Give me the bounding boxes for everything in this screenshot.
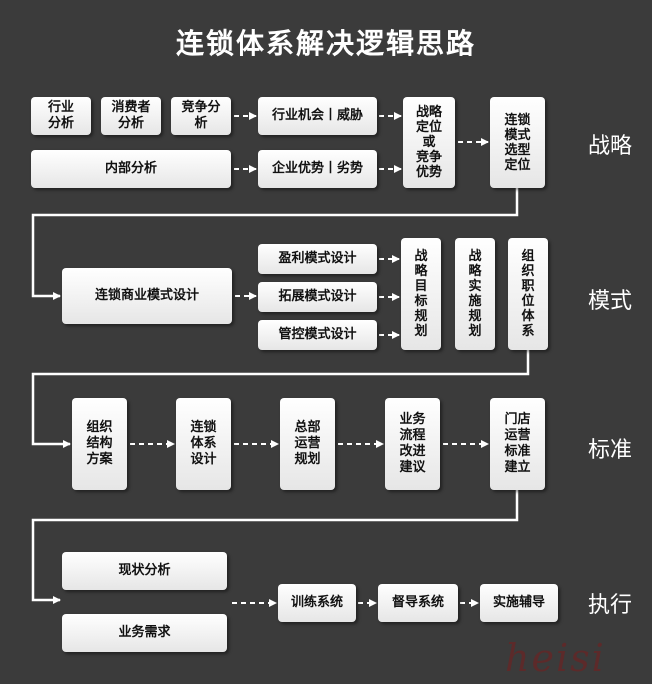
hq-operation-planning-box: 总部 运营 规划 bbox=[280, 398, 335, 490]
business-model-design-box: 连锁商业模式设计 bbox=[62, 268, 232, 324]
competition-analysis-box: 竞争分 析 bbox=[171, 97, 231, 135]
status-analysis-box: 现状分析 bbox=[62, 552, 227, 590]
chain-system-design-box: 连锁 体系 设计 bbox=[176, 398, 231, 490]
strategic-positioning-box: 战略 定位 或 竞争 优势 bbox=[403, 97, 455, 188]
expansion-model-box: 拓展模式设计 bbox=[258, 282, 377, 312]
advantage-disadvantage-box: 企业优势丨劣势 bbox=[258, 150, 377, 188]
internal-analysis-box: 内部分析 bbox=[31, 150, 231, 188]
process-improvement-box: 业务 流程 改进 建议 bbox=[385, 398, 440, 490]
connector-row2-to-row3 bbox=[31, 350, 530, 448]
stage-label-model: 模式 bbox=[588, 289, 633, 314]
supervision-system-box: 督导系统 bbox=[378, 584, 458, 622]
watermark-logo: heisi bbox=[505, 636, 606, 680]
connector-row1-to-row2 bbox=[31, 188, 519, 300]
consumer-analysis-box: 消费者 分析 bbox=[101, 97, 161, 135]
stage-label-strategy: 战略 bbox=[588, 134, 633, 159]
profit-model-box: 盈利模式设计 bbox=[258, 244, 377, 274]
stage-label-standard: 标准 bbox=[588, 438, 633, 463]
industry-analysis-box: 行业 分析 bbox=[31, 97, 91, 135]
diagram-title: 连锁体系解决逻辑思路 bbox=[175, 27, 476, 60]
opportunity-threat-box: 行业机会丨威胁 bbox=[258, 97, 377, 135]
org-structure-plan-box: 组织 结构 方案 bbox=[72, 398, 127, 490]
strategy-implementation-planning-box: 战 略 实 施 规 划 bbox=[455, 238, 495, 350]
training-system-box: 训练系统 bbox=[278, 584, 356, 622]
chain-model-positioning-box: 连锁 模式 选型 定位 bbox=[490, 97, 545, 188]
strategic-goal-planning-box: 战 略 目 标 规 划 bbox=[401, 238, 441, 350]
org-position-system-box: 组 织 职 位 体 系 bbox=[508, 238, 548, 350]
stage-label-execution: 执行 bbox=[588, 593, 633, 618]
business-needs-box: 业务需求 bbox=[62, 614, 227, 652]
connector-row3-to-row4 bbox=[31, 490, 519, 604]
store-operation-standard-box: 门店 运营 标准 建立 bbox=[490, 398, 545, 490]
implementation-coaching-box: 实施辅导 bbox=[480, 584, 558, 622]
control-model-box: 管控模式设计 bbox=[258, 320, 377, 350]
